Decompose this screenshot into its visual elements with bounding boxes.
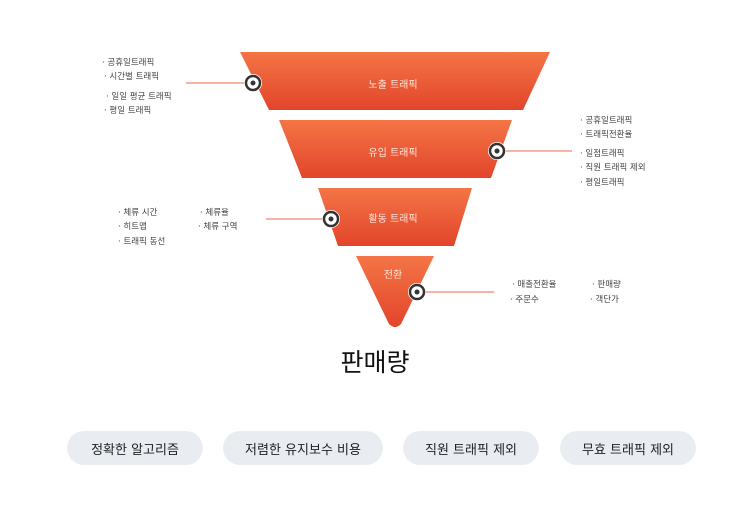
note-item: · 공휴일트래픽 — [580, 116, 633, 126]
diagram-title: 판매량 — [340, 348, 410, 377]
note-item: · 객단가 — [590, 295, 619, 305]
note-item: · 체류 구역 — [198, 222, 238, 232]
stage-label-2: 유입 트래픽 — [368, 148, 418, 159]
note-item: · 히트맵 — [118, 222, 147, 232]
note-item: · 체류 시간 — [118, 208, 158, 218]
note-item: · 매출전환율 — [512, 280, 557, 290]
note-item: · 평일트래픽 — [580, 178, 625, 188]
funnel-stage-4 — [356, 256, 434, 327]
note-item: · 시간별 트래픽 — [104, 72, 160, 82]
marker-dot-1 — [244, 74, 262, 92]
note-item: · 일점트래픽 — [580, 149, 625, 159]
stage-label-4: 전환 — [383, 270, 403, 281]
note-item: · 직원 트래픽 제외 — [580, 163, 646, 173]
note-item: · 공휴일트래픽 — [102, 58, 155, 68]
feature-pill-low-maintenance: 저렴한 유지보수 비용 — [223, 431, 383, 465]
marker-dot-3 — [322, 210, 340, 228]
note-item: · 트래픽 동선 — [118, 237, 166, 247]
note-item: · 체류율 — [200, 208, 229, 218]
funnel-stage-2 — [279, 120, 512, 178]
feature-pill-exclude-invalid: 무효 트래픽 제외 — [560, 431, 696, 465]
note-item: · 트래픽전환율 — [580, 130, 633, 140]
feature-pill-exclude-staff: 직원 트래픽 제외 — [403, 431, 539, 465]
feature-pill-accurate-algorithm: 정확한 알고리즘 — [67, 431, 203, 465]
note-item: · 평일 트래픽 — [104, 106, 152, 116]
note-item: · 주문수 — [510, 295, 539, 305]
marker-dot-4 — [408, 283, 426, 301]
note-item: · 일일 평균 트래픽 — [106, 92, 172, 102]
stage-label-1: 노출 트래픽 — [368, 80, 418, 91]
stage-label-3: 활동 트래픽 — [368, 214, 418, 225]
note-item: · 판매량 — [592, 280, 621, 290]
funnel-stage-1 — [240, 52, 550, 110]
funnel-stage-3 — [318, 188, 472, 246]
marker-dot-2 — [488, 142, 506, 160]
